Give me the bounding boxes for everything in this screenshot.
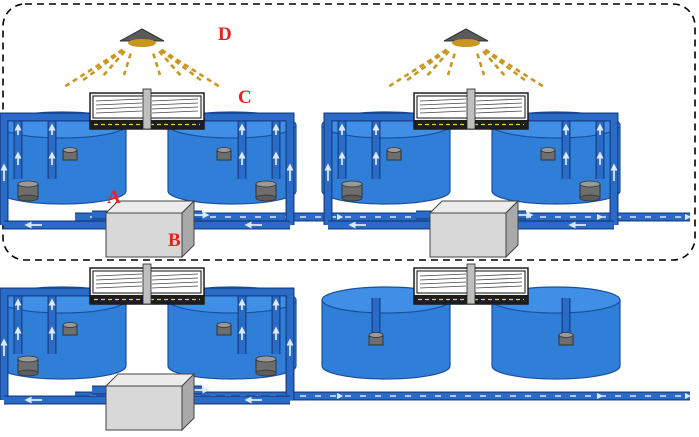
light-ray [484,49,527,83]
light-ray [81,49,124,83]
tank-body [491,299,621,380]
light-ray [387,48,448,89]
light-ray [425,50,450,78]
label-filter: C [238,87,252,108]
air-stone-icon [558,332,574,346]
air-stone-icon [341,180,363,202]
light-ray [63,48,124,89]
pump-box-icon [428,199,520,259]
light-ray [122,53,132,76]
air-stone-icon [62,322,78,336]
label-lamp: D [218,24,232,45]
rearing-module [0,263,297,432]
air-stone-icon [386,147,402,161]
label-pump: B [168,230,181,251]
air-stone-icon [216,147,232,161]
hanging-lamp-icon [387,28,545,89]
tank-body [321,299,451,380]
light-ray [405,49,448,83]
light-ray [160,49,203,83]
air-stone-icon [17,180,39,202]
filter-unit-icon [89,88,205,130]
light-ray [160,48,221,89]
rearing-module [321,28,621,259]
light-ray [482,50,507,78]
air-stone-icon [368,332,384,346]
light-ray [158,50,183,78]
filter-unit-icon [413,88,529,130]
light-ray [446,53,456,76]
hanging-lamp-icon [63,28,221,89]
filter-unit-icon [89,263,205,305]
rearing-module [321,263,621,380]
filter-unit-icon [413,263,529,305]
air-stone-icon [579,180,601,202]
light-ray [152,53,162,76]
rearing-module [0,28,297,259]
air-stone-icon [62,147,78,161]
pump-box-icon [104,372,196,432]
air-stone-icon [255,180,277,202]
light-ray [101,50,126,78]
light-ray [476,53,486,76]
air-stone-icon [255,355,277,377]
pump-box-icon [104,199,196,259]
air-stone-icon [17,355,39,377]
label-tank: A [107,187,121,208]
air-stone-icon [540,147,556,161]
air-stone-icon [216,322,232,336]
light-ray [484,48,545,89]
